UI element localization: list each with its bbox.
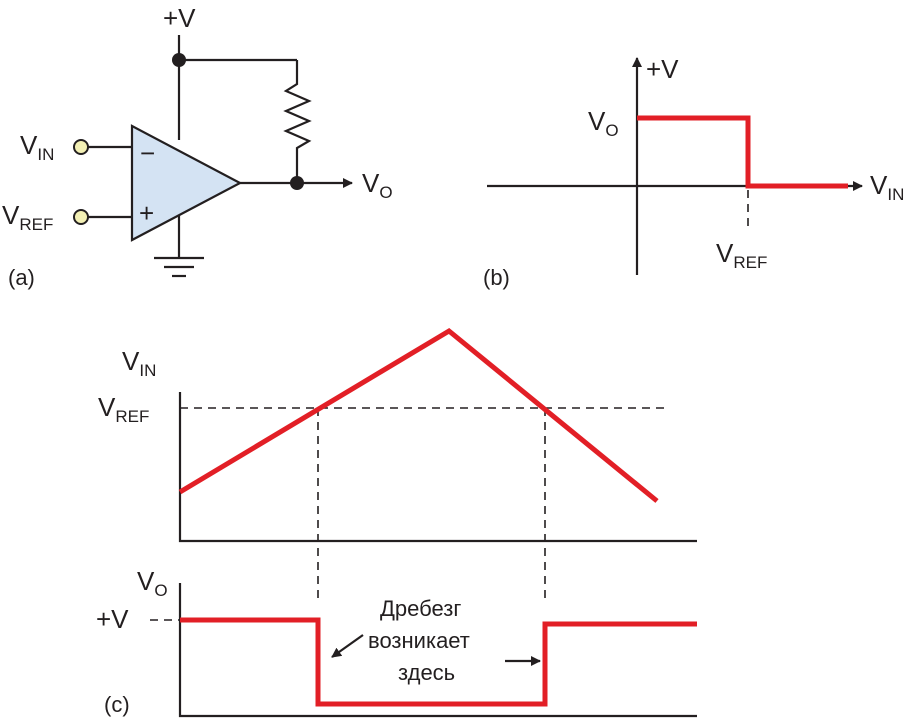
vo-waveform	[180, 617, 697, 707]
vin-waveform	[178, 327, 659, 503]
plus-sign: +	[139, 198, 154, 228]
panel-b-label: (b)	[483, 265, 510, 290]
panel-c-timing: VIN VREF VO +V Дребезг возникает здесь (…	[96, 327, 697, 718]
ground-icon	[154, 256, 204, 278]
x-axis-label: VIN	[870, 170, 904, 204]
annotation-arrow-left	[331, 634, 364, 658]
panel-c-label: (c)	[104, 692, 130, 717]
transfer-curve	[637, 115, 848, 189]
vref-axis-label: VREF	[716, 238, 767, 272]
panel-b-transfer: +V VO VIN VREF (b)	[483, 54, 904, 290]
annotation-line-2: возникает	[368, 628, 470, 653]
annotation-line-3: здесь	[398, 660, 455, 685]
y-axis-label: +V	[646, 54, 679, 84]
supply-label: +V	[163, 3, 196, 33]
panel-a-circuit: +V − + VIN VREF VO (a)	[2, 3, 393, 290]
minus-sign: −	[140, 138, 155, 168]
comparator-triangle	[130, 124, 243, 242]
vo-label: VO	[362, 168, 393, 202]
plus-v-label: +V	[96, 604, 129, 634]
vo-plot-axes	[178, 583, 697, 718]
vref-terminal	[73, 209, 89, 225]
output-node	[290, 176, 304, 190]
vin-label: VIN	[20, 130, 54, 164]
vin-terminal	[73, 139, 89, 155]
vref-level-label: VREF	[98, 392, 149, 426]
annotation-line-1: Дребезг	[380, 596, 461, 621]
vin-axis-label: VIN	[122, 346, 156, 380]
vref-label: VREF	[2, 200, 53, 234]
vo-level-label: VO	[588, 106, 619, 140]
vo-axis-label: VO	[137, 566, 168, 600]
panel-a-label: (a)	[8, 265, 35, 290]
vin-plot-axes	[178, 392, 697, 543]
pullup-resistor	[283, 60, 312, 183]
